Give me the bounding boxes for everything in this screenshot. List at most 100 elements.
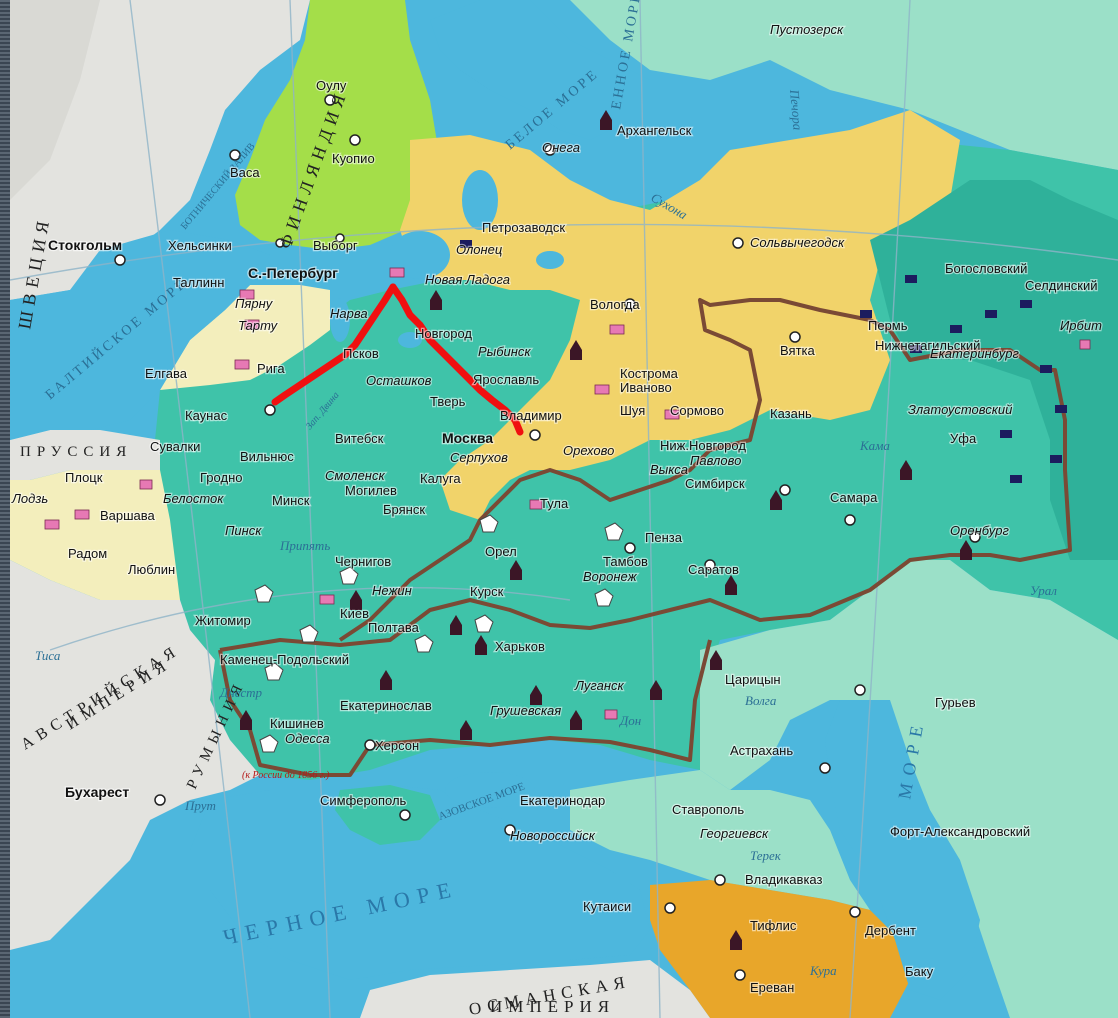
city-perm: Пермь xyxy=(868,318,908,333)
river-terek: Терек xyxy=(750,848,782,863)
city-kostroma: Кострома xyxy=(620,366,679,381)
city-novaya-ladoga: Новая Ладога xyxy=(425,272,510,287)
city-vyksa: Выкса xyxy=(650,462,688,477)
city-ufa: Уфа xyxy=(950,431,977,446)
city-kiev: Киев xyxy=(340,606,369,621)
city-ekaterinoslav: Екатеринослав xyxy=(340,698,432,713)
city-rybinsk: Рыбинск xyxy=(478,344,531,359)
city-shuya: Шуя xyxy=(620,403,645,418)
city-nizhny-tagil: Нижнетагильский xyxy=(875,338,980,353)
city-novorossiysk: Новороссийск xyxy=(510,828,596,843)
city-riga: Рига xyxy=(257,361,285,376)
land-prussia xyxy=(10,430,160,480)
city-vitebsk: Витебск xyxy=(335,431,384,446)
city-ekaterinburg: Екатеринбург xyxy=(930,346,1019,361)
city-tver: Тверь xyxy=(430,394,466,409)
river-dniester: Днестр xyxy=(218,685,262,700)
city-ekaterinodar: Екатеринодар xyxy=(520,793,605,808)
river-ural: Урал xyxy=(1030,583,1057,598)
land-ottoman xyxy=(360,960,710,1018)
city-zhitomir: Житомир xyxy=(195,613,251,628)
land-ural xyxy=(870,180,1118,560)
city-lodz: Лодзь xyxy=(11,491,48,506)
land-austria xyxy=(10,560,260,950)
river-kama: Кама xyxy=(859,438,890,453)
land-scandinavia-west xyxy=(10,0,100,200)
city-ivanovo: Иваново xyxy=(620,380,672,395)
river-pechora: Печора xyxy=(787,88,806,131)
city-vyatka: Вятка xyxy=(780,343,815,358)
city-petrozavodsk: Петрозаводск xyxy=(482,220,565,235)
city-vladikavkaz: Владикавказ xyxy=(745,872,823,887)
historical-map: ЧЕРНОЕ МОРЕ БАЛТИЙСКОЕ МОРЕ БЕЛОЕ МОРЕ Е… xyxy=(10,0,1118,1018)
city-belostok: Белосток xyxy=(163,491,224,506)
white-pentagons xyxy=(254,514,624,753)
city-lublin: Люблин xyxy=(128,562,175,577)
city-narva: Нарва xyxy=(330,306,368,321)
city-georgievsk: Георгиевск xyxy=(700,826,769,841)
city-tula: Тула xyxy=(540,496,569,511)
route-spb-moscow xyxy=(389,283,524,436)
city-bogoslovsky: Богословский xyxy=(945,261,1027,276)
city-orel: Орел xyxy=(485,544,517,559)
land-crimea xyxy=(335,785,440,845)
pink-symbols xyxy=(44,267,1091,720)
city-onega: Онега xyxy=(542,140,580,155)
city-pavlovo: Павлово xyxy=(690,453,741,468)
city-pinsk: Пинск xyxy=(225,523,262,538)
city-vyborg: Выборг xyxy=(313,238,358,253)
lake-onega xyxy=(462,170,498,230)
city-stockholm: Стокгольм xyxy=(48,237,122,253)
city-helsinki: Хельсинки xyxy=(168,238,232,253)
land-transcaucasus xyxy=(650,880,910,1018)
city-samara: Самара xyxy=(830,490,878,505)
city-sormovo: Сормово xyxy=(670,403,724,418)
river-tisa: Тиса xyxy=(35,648,61,663)
city-kuopio: Куопио xyxy=(332,151,375,166)
river-prut: Прут xyxy=(184,798,216,813)
route-spb-kaunas xyxy=(271,283,397,406)
city-tsaritsyn: Царицын xyxy=(725,672,781,687)
city-ostashkov: Осташков xyxy=(366,373,432,388)
city-smolensk: Смоленск xyxy=(325,468,385,483)
region-border xyxy=(218,298,1072,777)
city-pyarnu: Пярну xyxy=(235,296,274,311)
caspian-sea xyxy=(825,700,980,1000)
city-mogilev: Могилев xyxy=(345,483,397,498)
white-sea xyxy=(430,0,650,140)
industry-symbols xyxy=(460,240,1067,483)
city-arkhangelsk: Архангельск xyxy=(617,123,692,138)
lake-ilmen xyxy=(398,332,422,348)
city-derbent: Дербент xyxy=(865,923,916,938)
city-oulu: Оулу xyxy=(316,78,347,93)
city-orenburg: Оренбург xyxy=(950,523,1009,538)
city-serpukhov: Серпухов xyxy=(450,450,508,465)
city-simbirsk: Симбирск xyxy=(685,476,745,491)
city-astrakhan: Астрахань xyxy=(730,743,793,758)
city-kishinev: Кишинев xyxy=(270,716,324,731)
prussia-label: ПРУССИЯ xyxy=(20,444,132,460)
city-seldinsky: Селдинский xyxy=(1025,278,1098,293)
city-suvalki: Сувалки xyxy=(150,439,200,454)
city-solvychegodsk: Сольвычегодск xyxy=(750,235,845,250)
land-finland xyxy=(235,0,440,250)
city-kaluga: Калуга xyxy=(420,471,461,486)
baltic-sea xyxy=(10,230,270,440)
city-bukharest: Бухарест xyxy=(65,784,129,800)
city-yaroslavl: Ярославль xyxy=(473,372,539,387)
city-elgava: Елгава xyxy=(145,366,188,381)
city-poltava: Полтава xyxy=(368,620,420,635)
city-moskva: Москва xyxy=(442,430,493,446)
ottoman-label-2: ИМПЕРИЯ xyxy=(490,997,615,1016)
city-grodno: Гродно xyxy=(200,470,242,485)
city-novgorod: Новгород xyxy=(415,326,472,341)
river-pripyat: Припять xyxy=(279,538,330,553)
city-pustozersk: Пустозерск xyxy=(770,22,844,37)
lake-ladoga xyxy=(390,231,450,279)
river-don: Дон xyxy=(618,713,641,728)
city-lugansk: Луганск xyxy=(574,678,625,693)
land-north-governorates xyxy=(400,110,960,520)
city-kazan: Казань xyxy=(770,406,812,421)
city-plotsk: Плоцк xyxy=(65,470,103,485)
